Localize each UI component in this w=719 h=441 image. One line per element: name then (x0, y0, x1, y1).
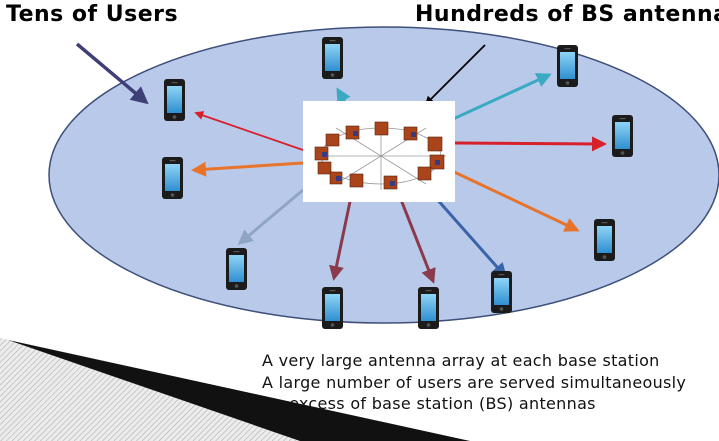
user-phones (162, 37, 633, 329)
mobile-phone-icon (491, 271, 512, 313)
dark-wedge-decoration (8, 340, 470, 441)
bullet-item: A large number of users are served simul… (262, 372, 687, 392)
mobile-phone-icon (557, 45, 578, 87)
mobile-phone-icon (322, 37, 343, 79)
antenna-elements (314, 121, 445, 190)
beam-arrow-maroon-center (329, 191, 354, 281)
beam-arrow-orange-left (191, 161, 304, 177)
beam-arrow-red-left (194, 111, 304, 151)
users-pointer-arrow (75, 42, 149, 105)
mobile-phone-icon (322, 287, 343, 329)
beam-arrow-maroon-right (396, 191, 436, 284)
beam-arrow-gray-left (237, 188, 304, 245)
mobile-phone-icon (164, 79, 185, 121)
users-label: Tens of Users (6, 2, 179, 27)
antenna-array-icon (303, 101, 455, 202)
bullet-item: An excess of base station (BS) antennas (262, 394, 596, 413)
mobile-phone-icon (594, 219, 615, 261)
antennas-label: Hundreds of BS antennas (415, 2, 719, 27)
mobile-phone-icon (162, 157, 183, 199)
mobile-phone-icon (226, 248, 247, 290)
beam-arrows (191, 73, 607, 284)
mobile-phone-icon (612, 115, 633, 157)
beam-arrow-red-right (454, 136, 607, 152)
beam-arrow-teal-right (439, 73, 552, 127)
beam-arrow-orange-right (449, 168, 580, 232)
antennas-pointer-arrow (424, 44, 486, 106)
hatched-decoration (0, 338, 470, 441)
bullet-item: A very large antenna array at each base … (262, 351, 660, 370)
mobile-phone-icon (418, 287, 439, 329)
bullet-list: A very large antenna array at each base … (262, 350, 686, 415)
